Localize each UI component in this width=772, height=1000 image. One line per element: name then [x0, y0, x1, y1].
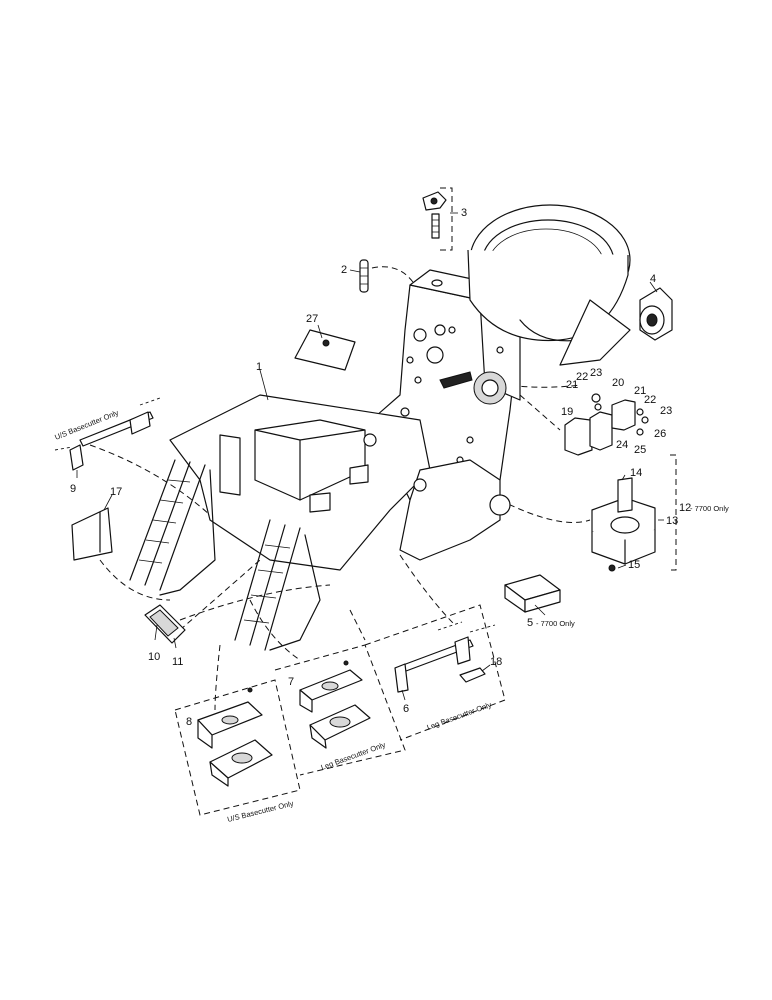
callout-6: 6: [403, 703, 409, 715]
callout-labels: 1 2 3 4 5 6 7 8 9 10 11 12 13 14 15 17 1…: [70, 207, 691, 728]
callout-4: 4: [650, 273, 656, 285]
callout-18: 18: [490, 656, 502, 668]
callout-10: 10: [148, 651, 160, 663]
callout-24: 24: [616, 439, 628, 451]
note-us-basecutter-bottom: U/S Basecutter Only: [226, 799, 294, 824]
note-leg-basecutter-mid: Leg Basecutter Only: [320, 740, 387, 772]
part-3-bolt: [422, 191, 447, 287]
callout-14: 14: [630, 467, 642, 479]
callout-19: 19: [561, 406, 573, 418]
callout-leaders: [76, 212, 664, 701]
note-7700-only-5: - 7700 Only: [536, 619, 575, 628]
note-7700-only-12: - 7700 Only: [690, 504, 729, 513]
callout-12: 12: [679, 502, 691, 514]
tower-holes: [400, 324, 504, 464]
callout-25: 25: [634, 444, 646, 456]
callout-7: 7: [288, 676, 294, 688]
callout-22b: 22: [644, 394, 656, 406]
callout-21a: 21: [566, 379, 578, 391]
callout-23b: 23: [660, 405, 672, 417]
part-5-bracket: [504, 574, 561, 613]
callout-26: 26: [654, 428, 666, 440]
part-18-clip: [459, 667, 486, 683]
part-19-20-clamps: [564, 393, 649, 456]
part-2-pin: [359, 259, 369, 293]
callout-3: 3: [461, 207, 467, 219]
group-brackets: [174, 187, 677, 816]
part-7-brackets: [299, 660, 371, 749]
callout-22a: 22: [576, 371, 588, 383]
callout-8: 8: [186, 716, 192, 728]
note-leg-basecutter-right: Leg Basecutter Only: [426, 700, 493, 732]
callout-1: 1: [256, 361, 262, 373]
part-12-block: [591, 477, 656, 572]
part-9-rod-assembly: [54, 397, 161, 471]
callout-20: 20: [612, 377, 624, 389]
callout-9: 9: [70, 483, 76, 495]
part-27-plate: [294, 329, 356, 371]
callout-21b: 21: [634, 385, 646, 397]
callout-27: 27: [306, 313, 318, 325]
right-ladder: [234, 519, 321, 651]
part-8-brackets: [197, 687, 273, 787]
part-4-cap: [639, 287, 673, 341]
callout-17: 17: [110, 486, 122, 498]
part-6-rod: [394, 621, 496, 693]
callout-13: 13: [666, 515, 678, 527]
callout-23a: 23: [590, 367, 602, 379]
callout-2: 2: [341, 264, 347, 276]
part-17-shield: [71, 507, 113, 561]
callout-15: 15: [628, 559, 640, 571]
left-ladder: [129, 459, 216, 596]
callout-5: 5: [527, 617, 533, 629]
main-frame: [129, 204, 631, 651]
part-10-11-plate: [144, 604, 186, 644]
callout-11: 11: [172, 656, 183, 668]
